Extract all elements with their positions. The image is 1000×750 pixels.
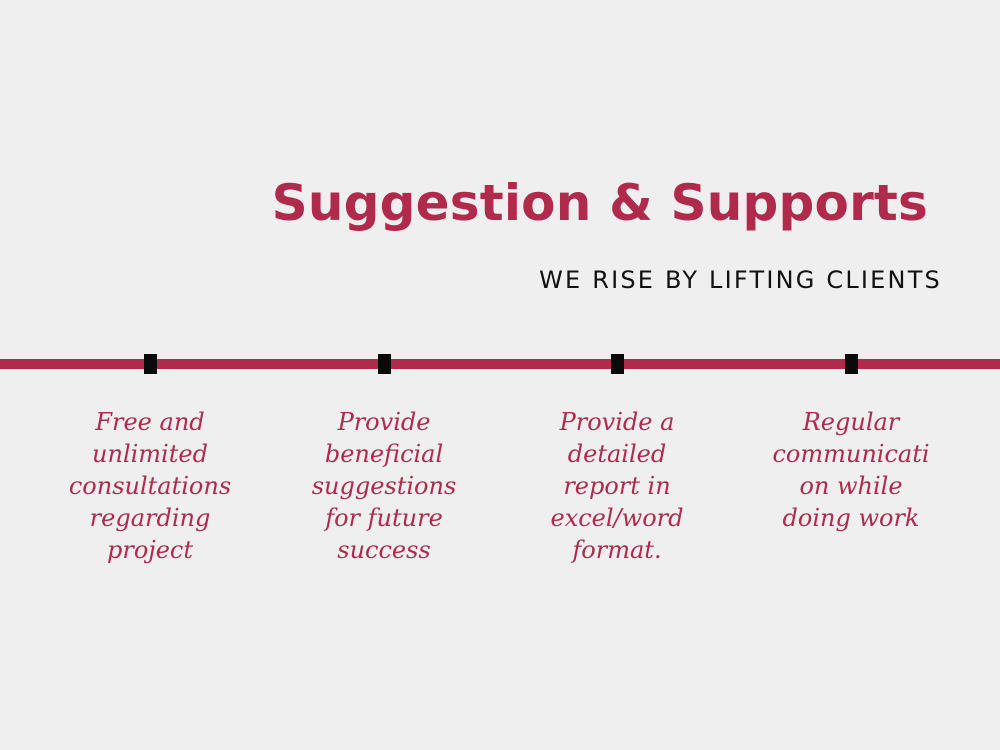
timeline-item-consultations: Free and unlimited consultations regardi…	[60, 406, 240, 566]
item-line: detailed	[567, 440, 667, 468]
item-line: excel/word	[550, 504, 684, 532]
page-title: Suggestion & Supports	[271, 174, 928, 232]
item-line: beneficial	[324, 440, 444, 468]
item-line: project	[106, 536, 193, 564]
item-line: doing work	[782, 504, 920, 532]
timeline-marker	[611, 354, 624, 374]
item-line: success	[337, 536, 431, 564]
timeline-item-report: Provide a detailed report in excel/word …	[527, 406, 707, 566]
item-line: unlimited	[92, 440, 208, 468]
timeline-marker	[378, 354, 391, 374]
item-line: on while	[799, 472, 903, 500]
timeline-marker	[845, 354, 858, 374]
tagline: WE RISE BY LIFTING CLIENTS	[539, 266, 942, 294]
item-line: Provide a	[559, 408, 675, 436]
timeline-line	[0, 359, 1000, 369]
timeline-item-suggestions: Provide beneficial suggestions for futur…	[294, 406, 474, 566]
item-line: report in	[563, 472, 671, 500]
item-line: regarding	[89, 504, 211, 532]
item-line: communicati	[772, 440, 930, 468]
item-line: Free and	[95, 408, 205, 436]
timeline-marker	[144, 354, 157, 374]
timeline-item-communication: Regular communicati on while doing work	[761, 406, 941, 534]
item-line: consultations	[68, 472, 232, 500]
item-line: Regular	[802, 408, 900, 436]
item-line: format.	[572, 536, 662, 564]
item-line: Provide	[337, 408, 431, 436]
item-line: suggestions	[311, 472, 457, 500]
item-line: for future	[325, 504, 443, 532]
